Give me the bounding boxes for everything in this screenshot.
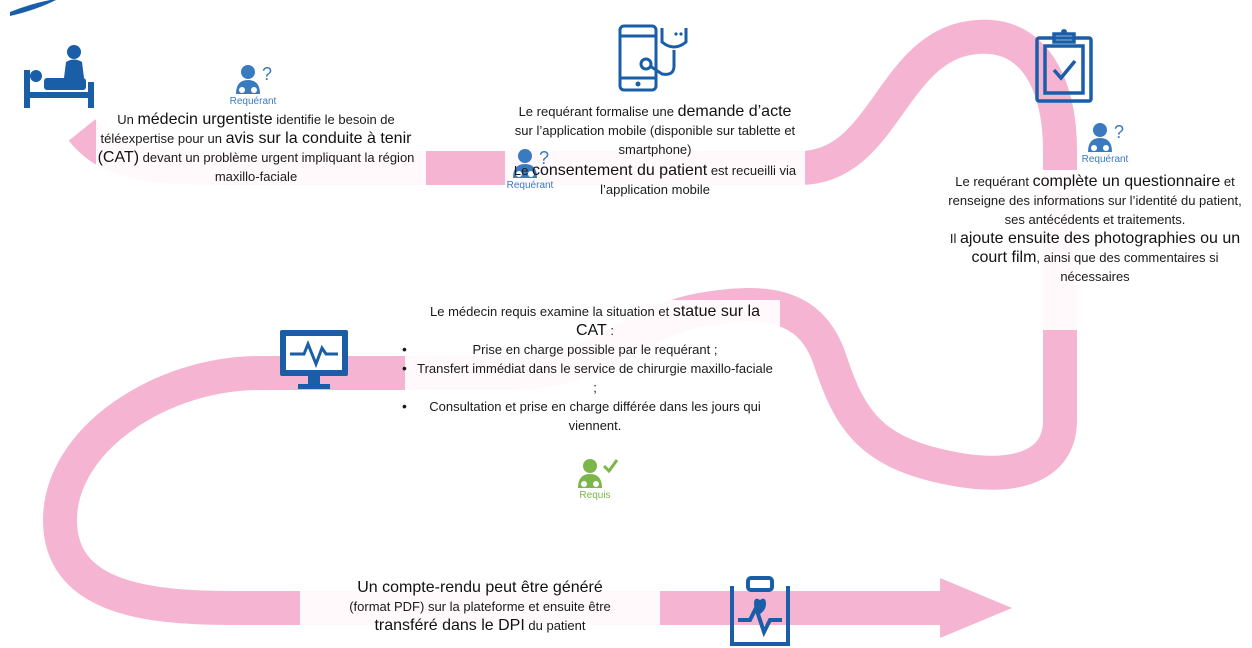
cat-options-list: Prise en charge possible par le requéran… [402, 340, 776, 435]
doctor-question-icon: ? [513, 148, 549, 178]
step5-text: Un compte-rendu peut être généré (format… [349, 579, 611, 634]
monitor-pulse-icon [280, 330, 348, 389]
svg-text:?: ? [1114, 122, 1124, 142]
requerant-badge: ? Requérant [1080, 120, 1130, 165]
tablet-stethoscope-icon [618, 24, 688, 92]
cat-option: Consultation et prise en charge différée… [402, 397, 776, 435]
requerant-label: Requérant [1081, 154, 1129, 165]
doctor-question-icon: ? [236, 64, 272, 94]
step2-text: Le requérant formalise une demande d’act… [513, 103, 797, 197]
step4-text: Le médecin requis examine la situation e… [402, 302, 776, 435]
requerant-badge: ? Requérant [228, 62, 278, 107]
medical-report-icon [730, 576, 790, 646]
requerant-label: Requérant [229, 96, 277, 107]
cat-option: Transfert immédiat dans le service de ch… [402, 359, 776, 397]
step3-text: Le requérant complète un questionnaire e… [948, 173, 1242, 284]
step1-text: Un médecin urgentiste identifie le besoi… [97, 111, 415, 184]
clipboard-check-icon [1035, 29, 1093, 103]
arrow-head [940, 578, 1012, 638]
requerant-label: Requérant [506, 180, 554, 191]
requis-label: Requis [579, 490, 611, 501]
requis-badge: Requis [570, 456, 620, 501]
cat-option: Prise en charge possible par le requéran… [402, 340, 776, 359]
doctor-check-icon [578, 459, 619, 488]
requerant-badge: ? Requérant [505, 146, 555, 191]
hospital-bed-icon [24, 45, 94, 108]
svg-text:?: ? [539, 148, 549, 168]
svg-text:?: ? [262, 64, 272, 84]
doctor-question-icon: ? [1088, 122, 1124, 152]
corner-decoration [10, 0, 56, 16]
